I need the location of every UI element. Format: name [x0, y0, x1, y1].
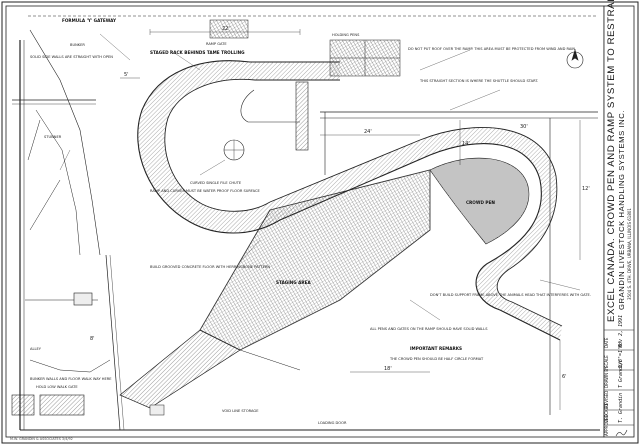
field-revised-label: REVISED [604, 391, 609, 408]
gate-marker [73, 292, 93, 306]
note-bottom-left-1: BUNKER WALLS AND FLOOR WALK WAY HERE [30, 377, 112, 381]
note-holding-pens: HOLDING PENS [332, 33, 360, 37]
drawing-footer: M.W. GRANDIN & ASSOCIATES 3/4/92 [10, 437, 73, 441]
field-checked-value: T. Grandin [618, 393, 624, 423]
dimension-2: 14' [462, 141, 470, 147]
dimension-5: 18' [384, 366, 392, 372]
note-solid-walls: ALL PENS AND GATES ON THE RAMP SHOULD HA… [370, 327, 488, 331]
staging-gate [149, 404, 165, 416]
field-approved-label: APPROVED [604, 414, 609, 436]
dimension-6: 12' [582, 186, 590, 192]
note-bottom-left-2: HOLD LOW WALK GATE [36, 385, 78, 389]
field-checked-label: CHECKED [604, 404, 609, 423]
lower-chute [269, 127, 563, 341]
dimension-7: 5' [124, 72, 129, 78]
title-line-2: GRANDIN LIVESTOCK HANDLING SYSTEMS INC. [617, 110, 626, 310]
staging-area [119, 169, 431, 416]
note-support-frame: DON'T BUILD SUPPORT FRAME ABOVE THE ANIM… [430, 293, 591, 297]
top-holding-pens [209, 19, 401, 77]
dimension-4: 6' [562, 374, 567, 380]
dimension-3: 24' [364, 129, 372, 135]
left-holding-area [11, 29, 111, 416]
title-block: EXCEL CANADA. CROWD PEN AND RAMP SYSTEM … [603, 0, 635, 438]
field-scale-value: 1/8"=1'0" [618, 341, 624, 368]
note-curved-chute: CURVED SINGLE FILE CHUTE [190, 181, 242, 185]
north-arrow-icon [566, 48, 584, 69]
title-line-3: 3504 S. 4TH. DRIVE, URBANA, ILLINOIS 618… [627, 208, 632, 300]
note-shuttle-start: THIS STRAIGHT SECTION IS WHERE THE SHUTT… [419, 79, 538, 83]
field-drawn-label: DRAWN BY [604, 366, 609, 388]
dimension-9: 8' [90, 336, 95, 342]
note-no-roof: DO NOT PUT ROOF OVER THE RAMP. THIS AREA… [408, 47, 576, 51]
pen-block-small [11, 394, 35, 416]
note-staged-rack: STAGED RACK BEHINDS TAME TROLLING [150, 50, 245, 55]
field-date-value: Nov 2, 1991 [618, 315, 624, 349]
note-staging-area: STAGING AREA [276, 280, 312, 285]
note-bunker: BUNKER [70, 43, 85, 47]
note-crowd-pen: CROWD PEN [466, 200, 495, 205]
field-date-label: DATE [604, 337, 609, 348]
note-loading-door: LOADING DOOR [318, 421, 347, 425]
note-ramp-gate: RAMP GATE [206, 42, 227, 46]
dimension-8: 30' [520, 124, 528, 130]
pen-block [39, 394, 85, 416]
note-crowd-pen-format: THE CROWD PEN SHOULD BE HALF CIRCLE FORM… [389, 357, 484, 361]
inner-ramp [295, 81, 309, 151]
serpentine-chute [137, 60, 340, 234]
note-grooved-floor: BUILD GROOVED CONCRETE FLOOR WITH HERRIN… [150, 265, 270, 269]
note-waterproof-floor: RAMP AND CURVES MUST BE WATER PROOF FLOO… [150, 189, 261, 193]
note-void-line: VOID LINE STORAGE [222, 409, 259, 413]
field-scale-label: SCALE [604, 355, 609, 368]
title-line-1: EXCEL CANADA. CROWD PEN AND RAMP SYSTEM … [606, 0, 617, 322]
dimension-1: 22' [222, 26, 230, 32]
note-important-remarks: IMPORTANT REMARKS [410, 346, 462, 351]
dimension-lines [120, 29, 581, 410]
note-formula-gateway: FORMULA 'Y' GATEWAY [62, 18, 117, 23]
note-stunner: STUNNER [44, 135, 62, 139]
note-side-walls: SOLID SIDE WALLS ARE STRAIGHT WITH OPEN [30, 55, 113, 59]
note-alley: ALLEY [30, 347, 42, 351]
field-drawn-value: T Grandin [618, 361, 624, 388]
leader-lines [59, 33, 581, 321]
signature-mark [615, 429, 628, 437]
